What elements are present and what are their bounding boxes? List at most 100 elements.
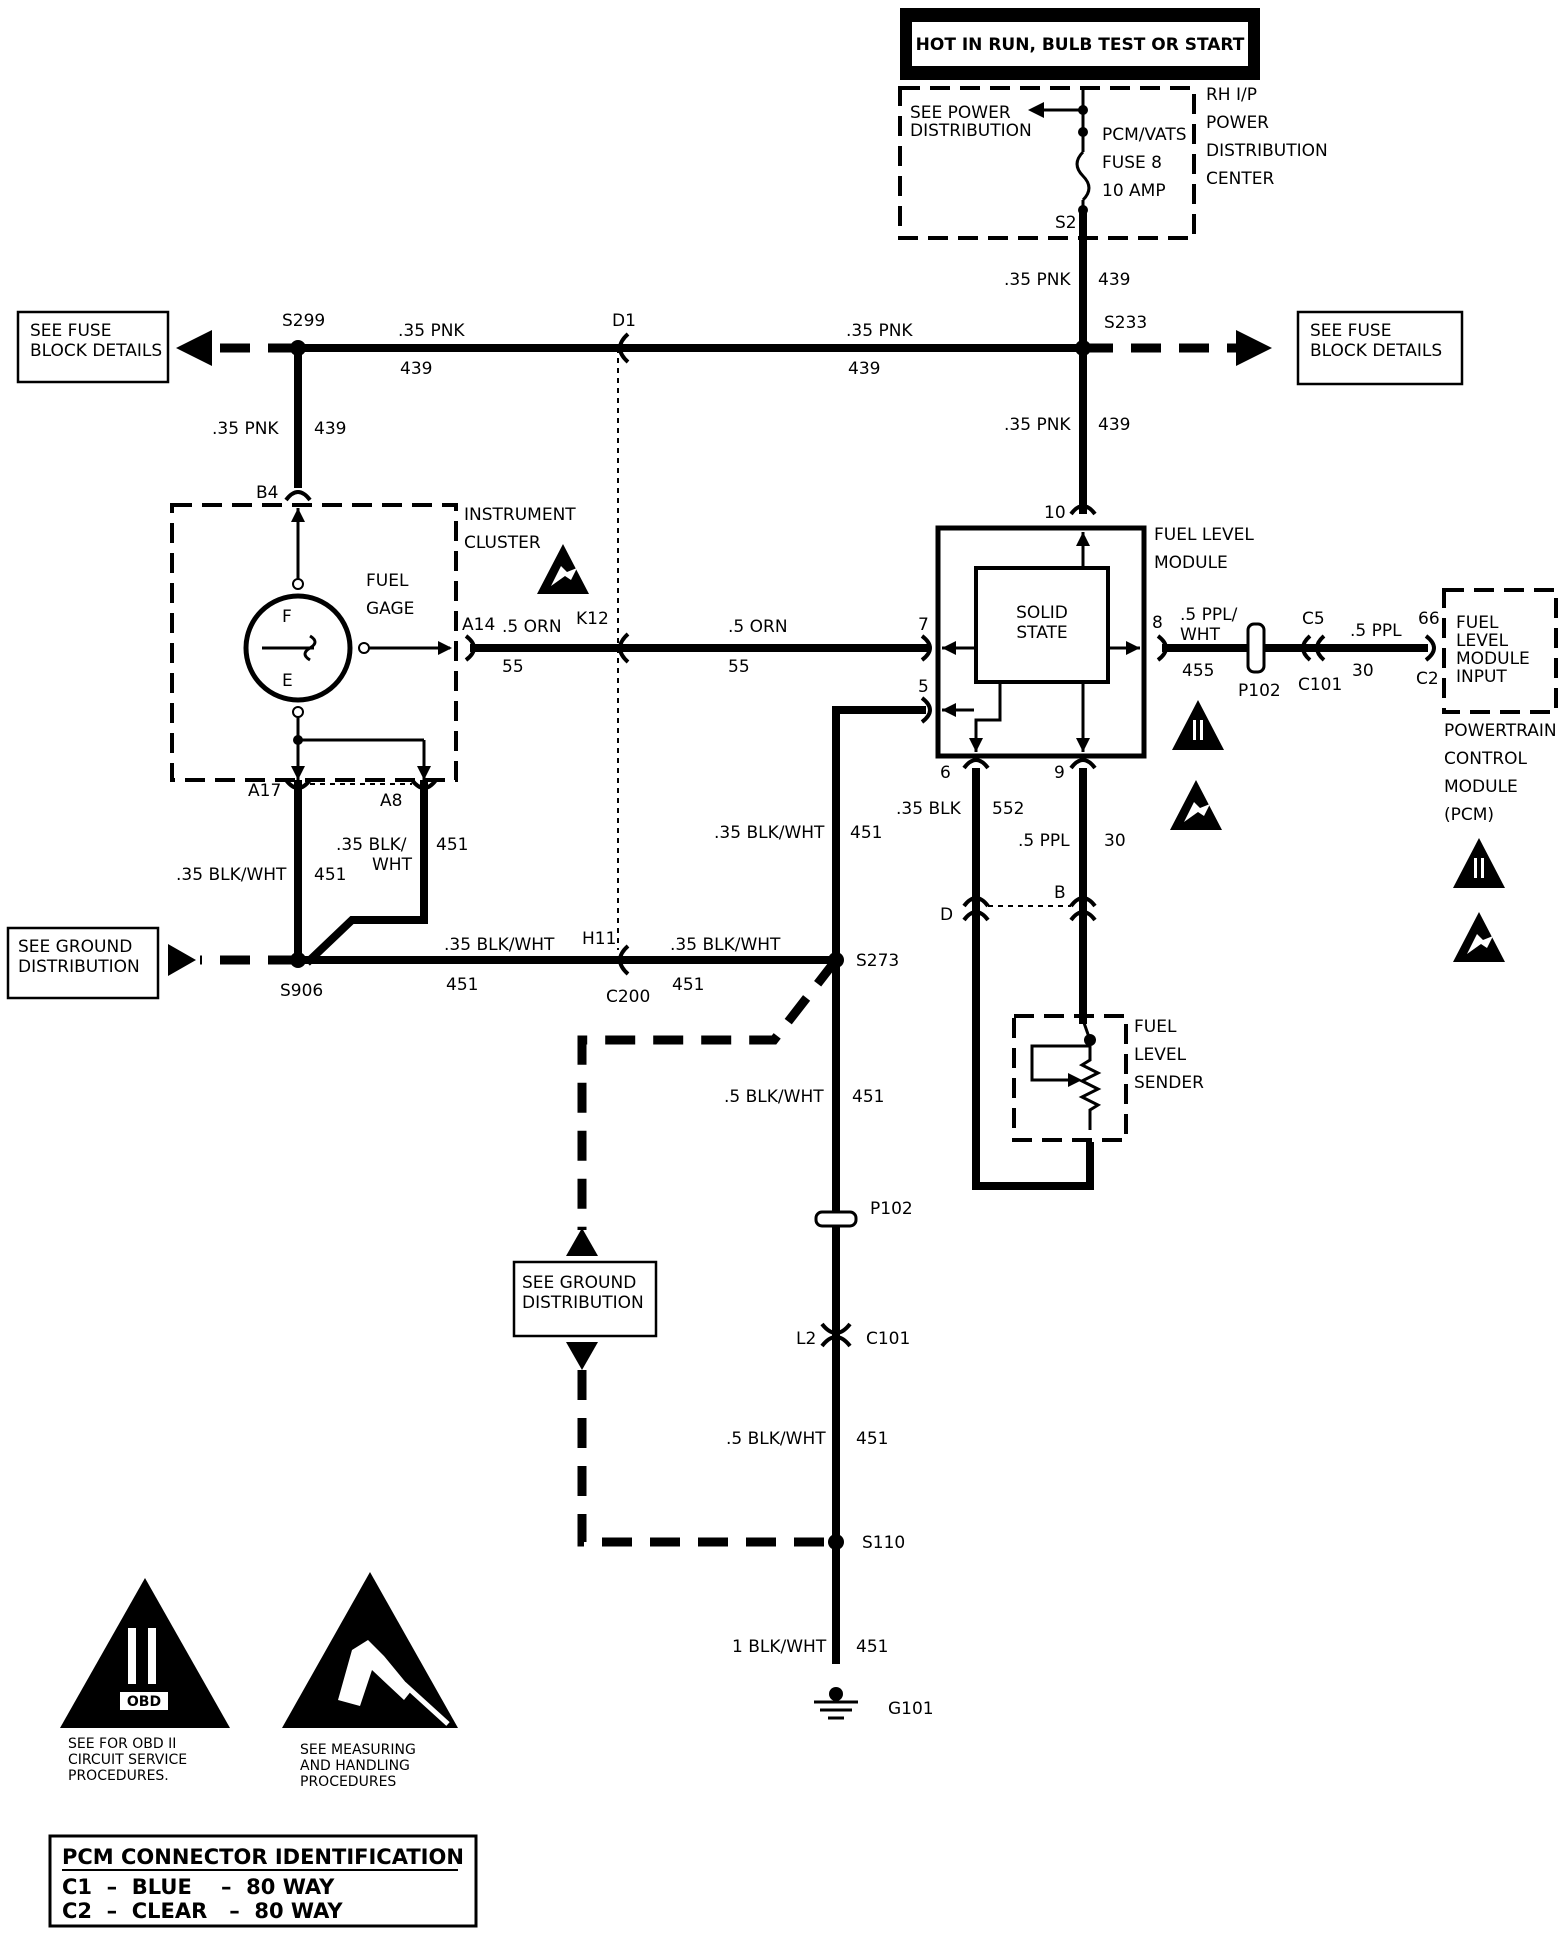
g101-label: G101: [888, 1699, 934, 1719]
connector-d1-icon: [618, 332, 630, 364]
module-internal-arrows: [942, 532, 1140, 752]
arrow-right-icon: [1236, 330, 1272, 366]
pcm-connector-title: PCM CONNECTOR IDENTIFICATION: [62, 1845, 464, 1869]
connector-pin9-icon: [1069, 758, 1097, 770]
pin10-label: 10: [1044, 503, 1066, 523]
sender-wiper-arrow-icon: [1068, 1073, 1082, 1087]
power-header: HOT IN RUN, BULB TEST OR START: [900, 8, 1260, 80]
obd-legend-icon: [60, 1578, 230, 1728]
wire-label-blkwht-a17: .35 BLK/WHT: [176, 865, 287, 885]
rh-ip-label: RH I/P: [1206, 85, 1257, 105]
wire-552: [972, 768, 1094, 1190]
wire-label-orn-left: .5 ORN: [502, 617, 562, 637]
c101-upper-label: C101: [1298, 675, 1342, 695]
fuse-icon: [1075, 150, 1091, 202]
fuse-8-label: FUSE 8: [1102, 153, 1162, 173]
ground-left-line2: DISTRIBUTION: [18, 957, 140, 977]
pcm-abbrev-label: (PCM): [1444, 805, 1494, 825]
esd-legend-line3: PROCEDURES: [300, 1774, 396, 1790]
wire-label-pplwht-2: WHT: [1180, 625, 1221, 645]
fuel-gage-label-1: FUEL: [366, 571, 409, 591]
p102-lower-label: P102: [870, 1199, 913, 1219]
pcm-vats-label: PCM/VATS: [1102, 125, 1187, 145]
wire-label-pnk-upper: .35 PNK: [1004, 270, 1071, 290]
fuse-amp-label: 10 AMP: [1102, 181, 1166, 201]
wire-code-451-a8: 451: [436, 835, 468, 855]
gage-e-label: E: [282, 671, 293, 691]
sender-level-label: LEVEL: [1134, 1045, 1187, 1065]
arrow-ground-up-icon: [566, 1228, 598, 1256]
connector-pin7-icon: [920, 634, 932, 662]
s299-label: S299: [282, 311, 325, 331]
wire-code-439-left: 439: [400, 359, 432, 379]
wire-code-439-cluster: 439: [314, 419, 346, 439]
connector-k12-icon: [618, 632, 630, 664]
gage-terminal-bottom-icon: [292, 706, 304, 718]
instrument-label: INSTRUMENT: [464, 505, 576, 525]
s906-label: S906: [280, 981, 323, 1001]
pcm-module-label: MODULE: [1456, 649, 1530, 669]
see-power-distribution: DISTRIBUTION: [910, 121, 1032, 141]
arrow-a17-icon: [291, 766, 305, 780]
wire-label-ppl-upper: .5 PPL: [1350, 621, 1402, 641]
obd-legend-line2: CIRCUIT SERVICE: [68, 1752, 187, 1768]
pcm-input-label: INPUT: [1456, 667, 1507, 687]
wire-code-451-lower: 451: [856, 1429, 888, 1449]
wire-code-451-bus-left: 451: [446, 975, 478, 995]
wire-label-blk: .35 BLK: [896, 799, 962, 819]
power-node-icon: [1078, 105, 1088, 115]
wire-code-439-upper: 439: [1098, 270, 1130, 290]
esd-legend-line2: AND HANDLING: [300, 1758, 410, 1774]
connector-p102-lower-icon: [814, 1210, 858, 1228]
wire-label-pnk-lower: .35 PNK: [1004, 415, 1071, 435]
wire-451-a8: [304, 780, 428, 966]
l2-label: L2: [796, 1329, 816, 1349]
pcm-input-box: [1442, 588, 1558, 714]
pin6-label: 6: [940, 763, 951, 783]
fuse-left-line1: SEE FUSE: [30, 321, 111, 341]
wire-code-451-a17: 451: [314, 865, 346, 885]
b4-label: B4: [256, 483, 278, 503]
wire-label-blkwht-bus-left: .35 BLK/WHT: [444, 935, 555, 955]
wire-code-55-left: 55: [502, 657, 524, 677]
fuel-level-module-label-2: MODULE: [1154, 553, 1228, 573]
sender-fuel-label: FUEL: [1134, 1017, 1177, 1037]
arrow-left-icon: [176, 330, 212, 366]
wire-code-451-bottom: 451: [856, 1637, 888, 1657]
esd-legend-icon: [282, 1572, 458, 1728]
pin7-label: 7: [918, 615, 929, 635]
see-power-label: SEE POWER: [910, 103, 1011, 123]
wire-label-orn-right: .5 ORN: [728, 617, 788, 637]
arrow-ground-left-icon: [168, 944, 196, 976]
fuel-level-sender-box: [1012, 1014, 1128, 1142]
wire-label-blkwht-a8-1: .35 BLK/: [336, 835, 407, 855]
wire-code-451-bus-right: 451: [672, 975, 704, 995]
wire-label-blkwht-bus-right: .35 BLK/WHT: [670, 935, 781, 955]
ground-mid-box: [512, 1260, 658, 1338]
esd-module-icon: [1170, 780, 1222, 830]
connector-d-icon: [962, 896, 990, 922]
obd-legend-line1: SEE FOR OBD II: [68, 1736, 176, 1752]
sender-lead: [1081, 1019, 1092, 1041]
cluster-label: CLUSTER: [464, 533, 541, 553]
power-word-label: POWER: [1206, 113, 1269, 133]
s2-label: S2: [1055, 213, 1077, 233]
solid-label: SOLID: [1016, 603, 1068, 623]
connector-c200-icon: [618, 944, 630, 976]
dashed-ground-mid: [577, 957, 840, 1230]
arrow-a8-icon: [417, 766, 431, 780]
connector-c101-lower-icon: [820, 1322, 852, 1348]
obd-badge-label: OBD: [127, 1694, 161, 1710]
obd-legend-line3: PROCEDURES.: [68, 1768, 169, 1784]
pin5-label: 5: [918, 677, 929, 697]
sender-wiper: [1030, 1044, 1090, 1082]
solid-state-box: [974, 566, 1110, 684]
fuel-level-module-label-1: FUEL LEVEL: [1154, 525, 1254, 545]
wire-code-451-upper: 451: [850, 823, 882, 843]
powertrain-label: POWERTRAIN: [1444, 721, 1557, 741]
c101-lower-label: C101: [866, 1329, 910, 1349]
splice-s110-icon: [828, 1534, 844, 1550]
a8-label: A8: [380, 791, 402, 811]
wire-code-455: 455: [1182, 661, 1214, 681]
